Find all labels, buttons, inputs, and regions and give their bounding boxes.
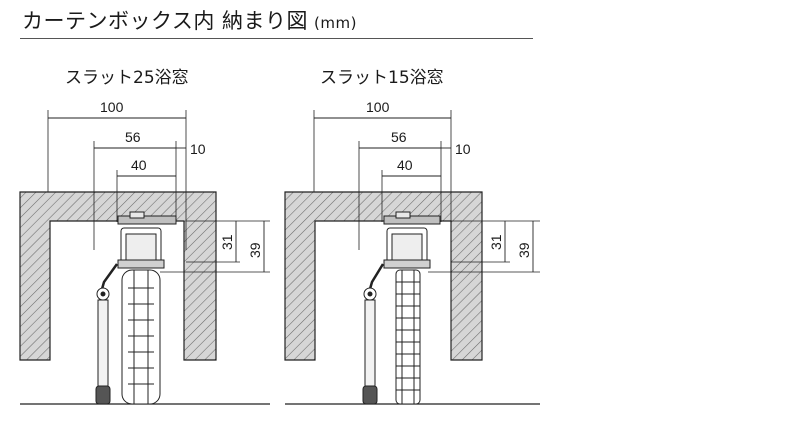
curtain-box — [19, 191, 217, 361]
dim-height-39: 39 — [516, 242, 532, 258]
panel-title-slat15: スラット15浴窓 — [320, 68, 444, 88]
dim-width-total: 100 — [100, 99, 124, 115]
title-unit: (mm) — [314, 14, 357, 32]
operating-wand — [95, 263, 119, 405]
slat-stack-25 — [121, 269, 161, 405]
dim-height-31: 31 — [488, 234, 504, 250]
dim-width-56: 56 — [391, 129, 407, 145]
operating-wand — [362, 263, 385, 405]
dim-height-39: 39 — [247, 242, 263, 258]
dim-width-56: 56 — [125, 129, 141, 145]
dim-width-40: 40 — [397, 157, 413, 173]
panel-title-slat25: スラット25浴窓 — [65, 68, 189, 88]
panel-slat15: 100 56 40 10 31 39 — [284, 99, 540, 405]
dim-side-gap: 10 — [455, 141, 471, 157]
dim-height-31: 31 — [219, 234, 235, 250]
dim-width-40: 40 — [131, 157, 147, 173]
dim-side-gap: 10 — [190, 141, 206, 157]
dim-width-total: 100 — [366, 99, 390, 115]
title-rule — [20, 38, 533, 39]
head-rail — [383, 211, 441, 269]
panel-slat25: 100 56 40 10 31 39 — [19, 99, 270, 405]
head-rail — [117, 211, 177, 269]
title-text: カーテンボックス内 納まり図 — [22, 9, 309, 33]
page-title: カーテンボックス内 納まり図 (mm) — [22, 5, 357, 35]
slat-stack-15 — [395, 269, 421, 405]
